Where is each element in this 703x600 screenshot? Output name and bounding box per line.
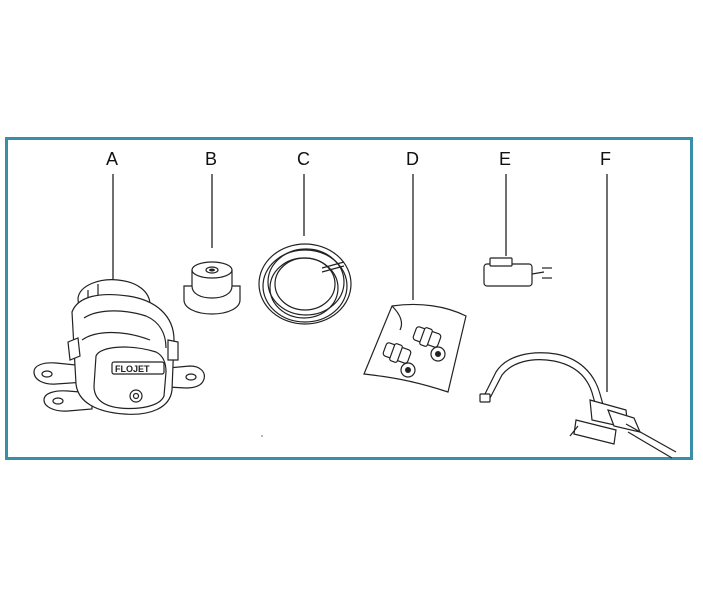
stray-dot xyxy=(261,435,263,437)
label-a: A xyxy=(106,149,118,169)
label-d: D xyxy=(406,149,419,169)
filter-cap-icon xyxy=(183,261,241,315)
pump-icon: FLOJET xyxy=(33,279,205,415)
power-adapter-icon xyxy=(483,257,552,287)
tubing-coil-icon xyxy=(258,243,352,325)
label-b: B xyxy=(205,149,217,169)
fittings-bag-icon xyxy=(363,303,467,393)
parts-panel-border xyxy=(5,137,693,460)
pump-brand-text: FLOJET xyxy=(115,364,150,374)
label-e: E xyxy=(499,149,511,169)
label-f: F xyxy=(600,149,611,169)
faucet-icon xyxy=(479,352,677,459)
label-c: C xyxy=(297,149,310,169)
